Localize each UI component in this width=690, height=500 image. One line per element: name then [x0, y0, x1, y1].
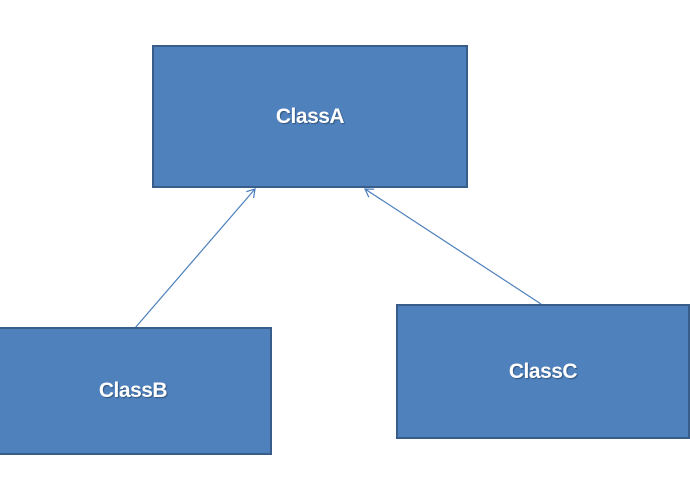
- arrow-classc-to-classa: [365, 189, 542, 305]
- class-label-a: ClassA: [275, 104, 345, 128]
- class-label-c: ClassC: [508, 359, 578, 383]
- class-box-b[interactable]: ClassB: [0, 327, 272, 455]
- arrow-classb-to-classa: [134, 189, 255, 329]
- class-box-a[interactable]: ClassA: [152, 45, 468, 188]
- class-box-c[interactable]: ClassC: [396, 304, 690, 439]
- class-label-b: ClassB: [98, 379, 168, 402]
